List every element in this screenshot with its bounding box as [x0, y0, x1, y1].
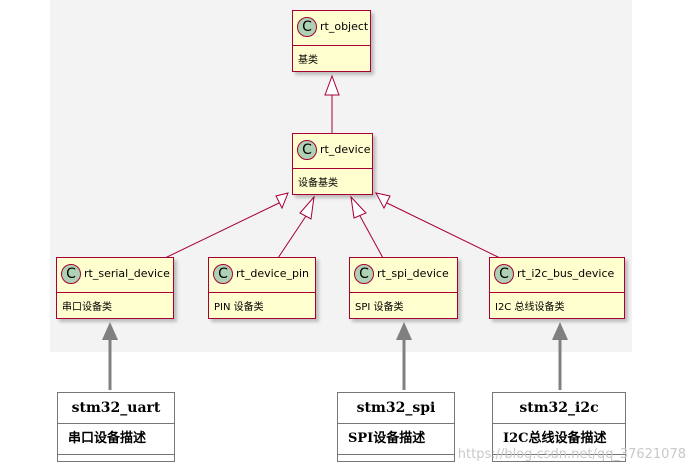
class-description: 设备基类 — [298, 178, 338, 189]
box-description: I2C总线设备描述 — [493, 424, 625, 455]
inherit-arrowhead-pin — [299, 195, 315, 220]
class-name: rt_serial_device — [84, 267, 170, 280]
class-rt-serial-device: C rt_serial_device 串口设备类 — [56, 257, 174, 319]
class-description: I2C 总线设备类 — [495, 302, 565, 313]
gray-arrowhead-i2c — [552, 322, 568, 340]
class-header: C rt_device — [293, 134, 372, 169]
box-title: stm32_uart — [58, 393, 174, 424]
class-rt-device: C rt_device 设备基类 — [292, 133, 373, 195]
inherit-arrowhead-object — [324, 74, 340, 96]
inherit-line-i2c — [386, 202, 501, 259]
inherit-arrowhead-i2c — [375, 192, 391, 210]
inherit-arrowhead-serial — [275, 192, 289, 210]
class-name: rt_device_pin — [236, 267, 309, 280]
inherit-line-pin — [277, 215, 307, 259]
class-c-icon: C — [354, 264, 374, 284]
inherit-arrowhead-spi — [350, 195, 367, 219]
class-c-icon: C — [61, 264, 81, 284]
class-description: 基类 — [298, 55, 318, 66]
class-name: rt_object — [320, 20, 369, 33]
box-title: stm32_spi — [338, 393, 454, 424]
class-rt-spi-device: C rt_spi_device SPI 设备类 — [349, 257, 458, 319]
inherit-line-spi — [359, 215, 384, 259]
class-header: C rt_object — [293, 11, 370, 46]
class-c-icon: C — [213, 264, 233, 284]
class-description: 串口设备类 — [62, 302, 112, 313]
class-c-icon: C — [494, 264, 514, 284]
box-stm32-i2c: stm32_i2c I2C总线设备描述 — [492, 392, 626, 462]
class-name: rt_device — [320, 143, 371, 156]
box-stm32-spi: stm32_spi SPI设备描述 — [337, 392, 455, 462]
class-rt-i2c-bus-device: C rt_i2c_bus_device I2C 总线设备类 — [489, 257, 625, 319]
gray-arrowhead-spi — [396, 322, 412, 340]
class-c-icon: C — [297, 140, 317, 160]
inherit-line-serial — [164, 202, 280, 259]
class-rt-device-pin: C rt_device_pin PIN 设备类 — [208, 257, 316, 319]
class-header: C rt_i2c_bus_device — [490, 258, 624, 293]
class-name: rt_spi_device — [377, 267, 449, 280]
class-header: C rt_serial_device — [57, 258, 173, 293]
class-name: rt_i2c_bus_device — [517, 267, 615, 280]
box-description: SPI设备描述 — [338, 424, 454, 455]
watermark: https://blog.csdn.net/qq_37621078 — [457, 447, 686, 462]
box-description: 串口设备描述 — [58, 424, 174, 455]
class-rt-object: C rt_object 基类 — [292, 10, 371, 72]
box-stm32-uart: stm32_uart 串口设备描述 — [57, 392, 175, 462]
class-c-icon: C — [297, 17, 317, 37]
class-header: C rt_device_pin — [209, 258, 315, 293]
gray-arrowhead-uart — [102, 322, 118, 340]
class-description: PIN 设备类 — [214, 302, 264, 313]
class-description: SPI 设备类 — [355, 302, 404, 313]
box-title: stm32_i2c — [493, 393, 625, 424]
class-header: C rt_spi_device — [350, 258, 457, 293]
